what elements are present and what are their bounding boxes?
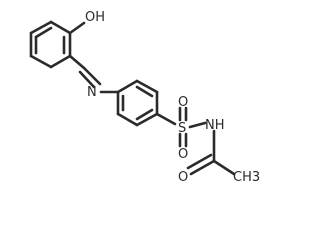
structure-diagram: OH N S O O NH O CH3: [29, 10, 260, 185]
sulfur-label: S: [178, 121, 186, 136]
imine-double-bond-a: [82, 66, 102, 86]
imine-double-bond-b: [78, 70, 96, 89]
ring-to-s-bond: [155, 112, 177, 126]
phenol-ring: [29, 20, 72, 69]
imine-n-label: N: [87, 85, 97, 100]
carbonyl-to-methyl-bond: [212, 159, 236, 176]
oh-bond: [68, 21, 86, 35]
carbonyl-double-bond-a: [189, 159, 216, 176]
carbonyl-double-bond-b: [186, 153, 213, 170]
s-nh-bond: [188, 121, 207, 129]
carbonyl-o-label: O: [178, 170, 188, 185]
oh-label: OH: [85, 10, 105, 25]
sulfonyl-o-bottom-label: O: [178, 147, 188, 162]
methyl-label: CH3: [233, 170, 260, 185]
benzene-ring: [116, 79, 159, 127]
ring-to-ch-bond: [68, 54, 86, 70]
amide-nh-label: NH: [205, 118, 225, 133]
sulfonyl-o-top-label: O: [178, 95, 188, 110]
